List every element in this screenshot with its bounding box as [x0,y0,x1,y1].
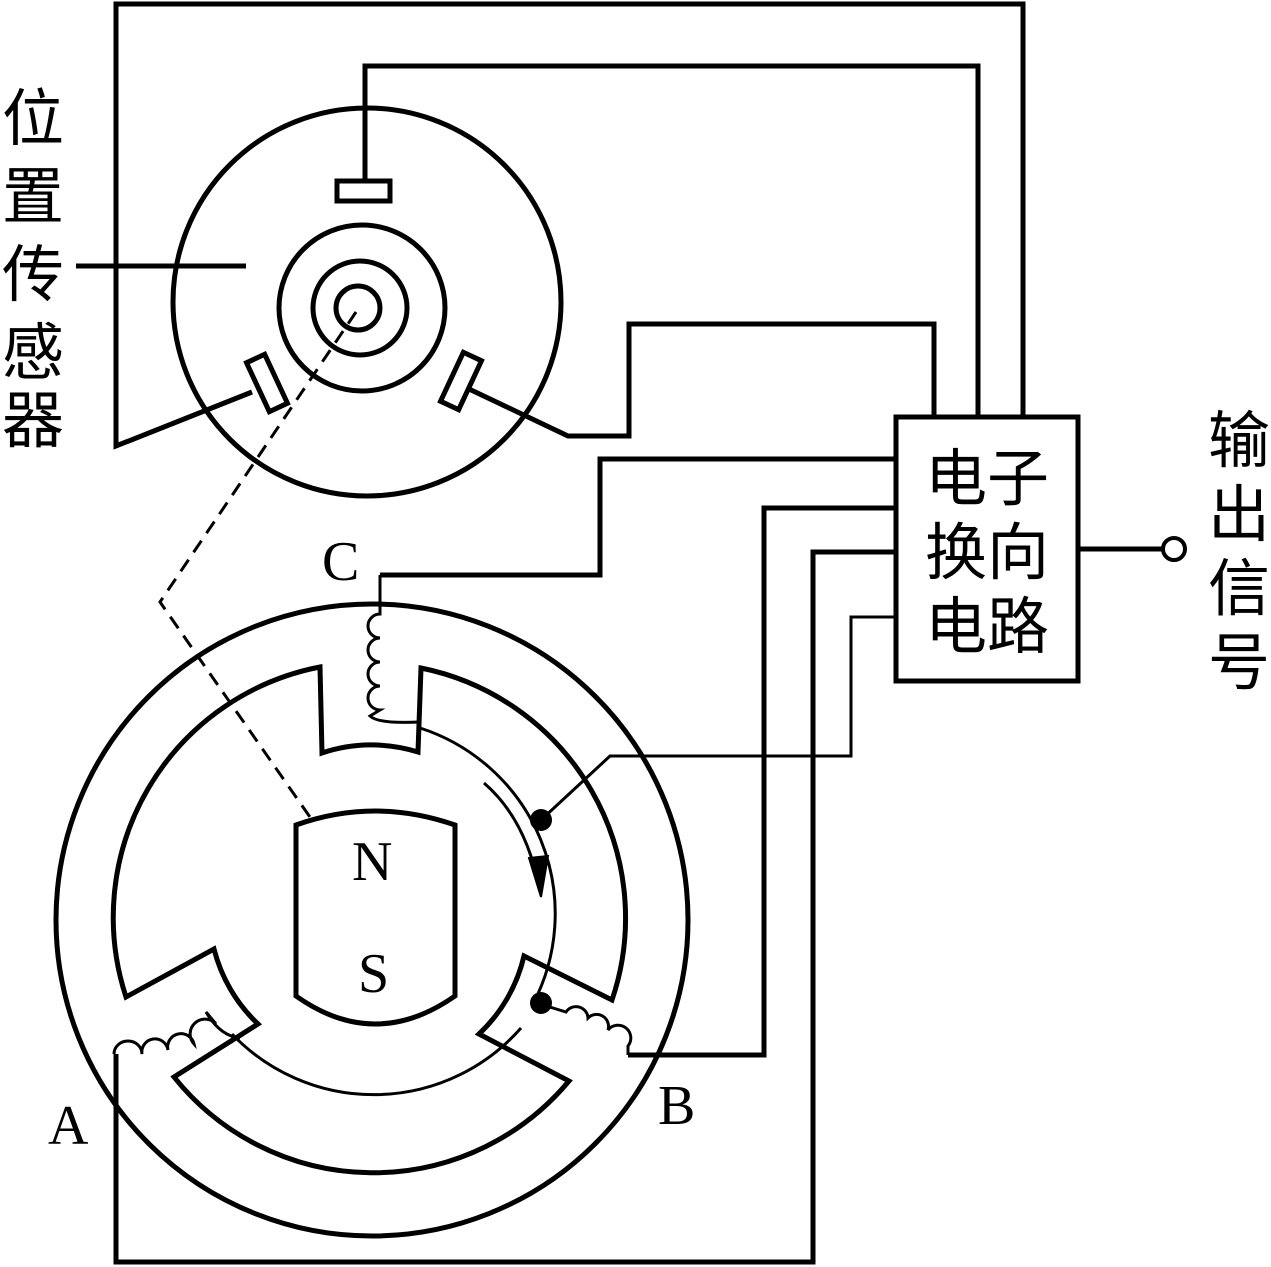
rotor-magnet [293,808,458,1027]
winding-c-coil [366,575,421,724]
sensor-element-right [437,348,485,414]
wire-phase-c [380,456,896,578]
output-label: 输 出 信 号 [1208,404,1270,699]
sensor-label: 位 置 传 感 器 [2,82,64,457]
output-terminal [1161,536,1187,562]
commutator-label: 电子 换向 电路 [925,442,1049,663]
position-sensor [76,105,564,499]
wire-junction-upper [539,615,896,822]
rotation-arrowhead [527,854,550,898]
sensor-middle-ring [310,258,410,358]
output-label-char-1: 输 [1208,404,1270,477]
sensor-label-char-3: 传 [2,238,64,311]
sensor-label-char-1: 位 [2,82,64,155]
winding-b-coil [539,1002,633,1055]
phase-c-label: C [322,531,359,593]
motor [53,601,691,1239]
sensor-disc [170,105,564,499]
sensor-outer-ring [276,222,448,394]
stator-outer-circle [53,601,691,1239]
north-pole-label: N [352,831,392,893]
sensor-inner-ring [333,283,383,333]
sensor-label-char-4: 感 [2,316,64,389]
sensor-element-top [334,178,393,204]
wire-sensor-right-to-commutator [467,321,937,439]
winding-a-coil [112,1011,241,1055]
junction-dot-lower [530,992,552,1014]
sensor-element-left [243,350,291,416]
commutator-label-line-1: 电子 [925,442,1049,515]
phase-a-label: A [48,1095,89,1157]
output-label-char-4: 号 [1208,626,1270,699]
wire-sensor-top-to-commutator [362,63,981,416]
commutator-label-line-3: 电路 [925,590,1049,663]
shaft-link-dashed [158,311,358,821]
wire-phase-b [628,505,896,1058]
south-pole-label: S [358,943,389,1005]
wire-sensor-left-to-commutator [113,1,1026,450]
phase-b-label: B [658,1075,695,1137]
airgap-arc-right [419,726,557,1005]
output-label-char-2: 出 [1208,478,1270,551]
stator-inner-contour [110,663,629,1176]
airgap-arc-bottom [230,1027,523,1097]
commutator-label-line-2: 换向 [925,516,1049,589]
sensor-label-char-5: 器 [2,384,64,457]
output-label-char-3: 信 [1208,552,1270,625]
rotation-arrow [483,781,542,893]
sensor-label-char-2: 置 [2,160,64,233]
wire-phase-a [113,549,896,1265]
